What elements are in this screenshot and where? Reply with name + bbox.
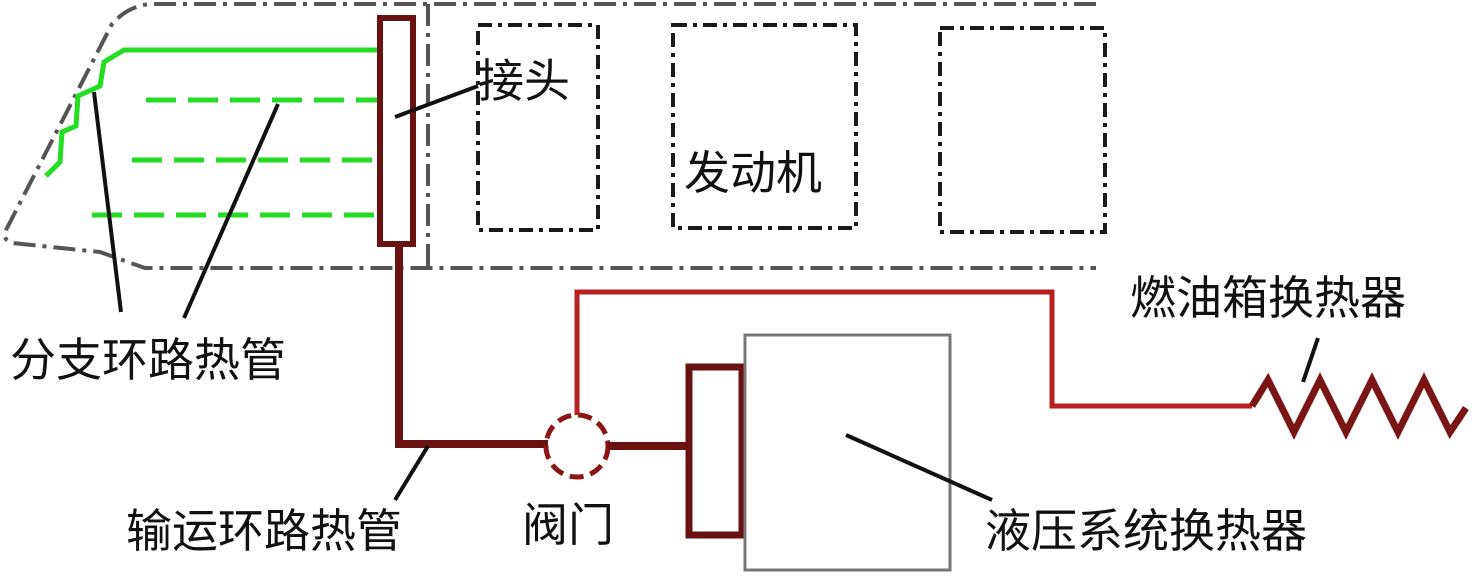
engine-box-right [938,26,1107,234]
branch-pipe-solid [44,47,382,178]
label-fuel-tank-exchanger: 燃油箱换热器 [1130,271,1406,325]
leader-branch-1 [92,91,123,313]
label-branch-loop-heat-pipe: 分支环路热管 [10,333,286,387]
connector-block [377,15,416,247]
label-hydraulic-exchanger: 液压系统换热器 [985,504,1307,558]
fuel-loop-pipe [574,289,1252,415]
label-connector: 接头 [478,54,570,108]
leader-hydraulic [845,433,993,502]
fuel-tank-exchanger-zigzag [1249,372,1469,440]
leader-branch-2 [182,103,280,319]
branch-heat-pipes [44,47,382,218]
engine-box-center [671,23,858,230]
engine-box-left [476,23,600,232]
valve-circle [543,412,611,480]
leader-fuel-tank [1301,337,1320,383]
leader-connector [394,84,479,119]
hydraulic-exchanger-box [743,333,952,572]
label-valve: 阀门 [522,498,614,552]
fuselage-outline [2,1,1096,270]
hydraulic-exchanger-inner [685,363,746,539]
label-engine: 发动机 [684,146,822,200]
leader-transport [393,444,430,502]
label-transport-loop-heat-pipe: 输运环路热管 [126,504,402,558]
fuselage-nose-outline [2,1,1096,270]
transport-heat-pipe [395,244,548,448]
